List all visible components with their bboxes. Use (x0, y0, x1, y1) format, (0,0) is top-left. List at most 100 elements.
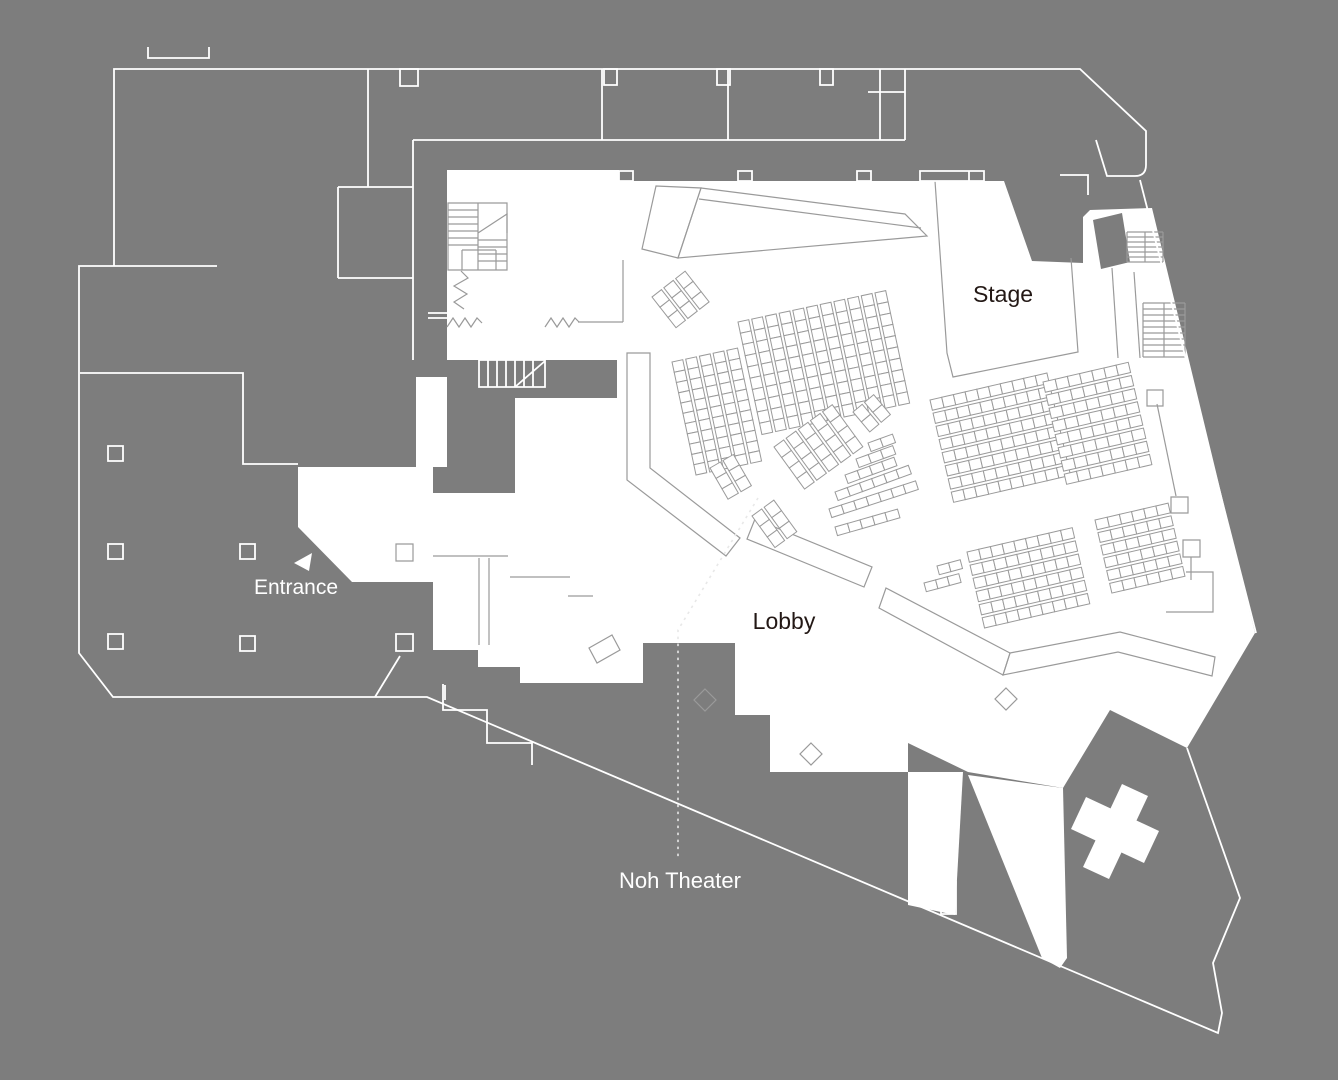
seat (1136, 453, 1153, 469)
bridge-ramp (641, 185, 702, 259)
corridor-block (1093, 213, 1130, 269)
bridge-band-line (698, 198, 922, 229)
se-channel (968, 775, 1067, 968)
seat (1121, 388, 1138, 403)
seat (721, 482, 740, 500)
seat (841, 402, 856, 418)
se-door-frames (940, 787, 957, 915)
seat (1059, 527, 1076, 542)
seat (1127, 414, 1144, 429)
east-wall-line (1156, 403, 1177, 497)
seat (1072, 579, 1088, 594)
seat (1130, 427, 1147, 442)
seat (881, 456, 898, 471)
west-strip (416, 377, 447, 467)
seat (1115, 361, 1132, 376)
seat (1062, 540, 1079, 555)
seats-south-mid (966, 527, 1091, 629)
entrance-label: Entrance (254, 576, 338, 599)
seat (667, 309, 687, 329)
seats-south-east (1094, 502, 1186, 594)
seats-fan-row-6 (834, 508, 901, 537)
sw-entry-steps (442, 684, 533, 765)
seat (879, 433, 897, 448)
seats-fan-row-2 (855, 445, 897, 469)
seats-fan-d (852, 393, 892, 433)
east-wall-bracket (1166, 571, 1214, 613)
seat (1069, 566, 1085, 581)
top-wall-ticks (601, 69, 906, 140)
seat (860, 413, 880, 433)
seat (690, 290, 710, 310)
entrance-arrow-icon (294, 553, 312, 571)
column-squares (107, 445, 414, 652)
seats-nw-cluster (651, 270, 710, 329)
seats-east-far (1042, 361, 1153, 485)
seat (679, 300, 698, 320)
column-sq-white (395, 543, 414, 562)
seat (778, 520, 798, 540)
west-double-line (428, 312, 447, 319)
seat (1066, 553, 1082, 568)
seat (1161, 527, 1177, 542)
stage-outline (934, 180, 1079, 378)
seat (1155, 502, 1171, 517)
noh-theater-label: Noh Theater (619, 868, 741, 893)
seat (882, 394, 897, 409)
seat (947, 559, 964, 573)
seat (1166, 553, 1183, 567)
seats-fan-b (751, 499, 798, 549)
stage-label: Stage (973, 281, 1033, 307)
seat (1075, 592, 1091, 608)
seats-fan-row-4 (834, 464, 913, 502)
corridor-rail-2 (1133, 271, 1141, 359)
aisle-wall-mid (746, 518, 873, 588)
break-zigzag-h1 (446, 316, 483, 329)
seat (902, 480, 919, 495)
main-floor (433, 170, 1255, 788)
ne-wall-detail (1060, 174, 1089, 195)
seat (872, 403, 892, 423)
site-top-boundary (113, 68, 1147, 266)
seat (820, 453, 840, 473)
east-wall-sq-1 (1146, 389, 1164, 407)
hall-top-doors (618, 170, 985, 182)
stair-ne-lower (1142, 302, 1186, 358)
stair-nw-rungs (448, 209, 478, 246)
stair-nw-box (447, 202, 508, 271)
stair-nw-landing (461, 249, 497, 270)
seats-fan-row-5 (828, 480, 919, 519)
seat (1164, 540, 1180, 555)
seats-south-tiny-1 (936, 559, 964, 576)
site-notch-top (147, 47, 210, 59)
seat (772, 417, 787, 433)
entrance-hall (298, 467, 433, 582)
corridor-rail-1 (1111, 267, 1119, 359)
seats-center-main (737, 290, 911, 436)
lobby-label: Lobby (753, 608, 816, 634)
seat (786, 414, 801, 430)
seat (1133, 440, 1150, 455)
diamond-column-1 (693, 688, 717, 712)
lobby-edge-ticks (374, 655, 446, 700)
seats-fan-c (709, 453, 753, 500)
seat (895, 391, 911, 406)
seat (748, 450, 763, 464)
seat (734, 474, 753, 493)
seat (758, 420, 774, 436)
seat (1169, 565, 1186, 580)
top-door-a (399, 68, 419, 87)
break-zigzag-h2 (544, 316, 580, 329)
entrance-zone-wall (80, 372, 298, 465)
front-wall-right (1002, 631, 1216, 677)
seat (766, 529, 786, 549)
top-doors-b (603, 68, 834, 86)
seat (693, 461, 708, 476)
se-plus-bar-2 (1071, 797, 1159, 863)
seat (1118, 374, 1135, 390)
seat (879, 445, 897, 460)
site-west-boundary (78, 265, 1241, 1035)
stair-nw-tri (477, 212, 508, 234)
